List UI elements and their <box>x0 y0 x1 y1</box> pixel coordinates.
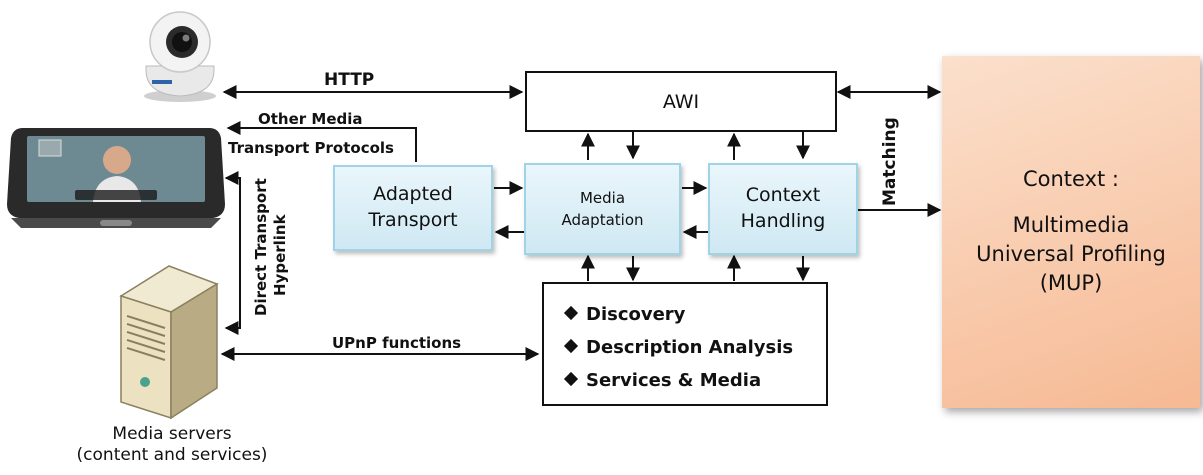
context-heading: Context : <box>1022 167 1120 192</box>
matching-label: Matching <box>880 117 900 206</box>
http-label: HTTP <box>324 70 375 90</box>
awi-label: AWI <box>662 90 700 113</box>
media-servers-label: Media servers (content and services) <box>76 424 268 466</box>
direct-transport-label: Direct Transport Hyperlink <box>252 178 289 316</box>
other-media-link <box>226 121 417 162</box>
tablet-device-icon <box>7 128 225 228</box>
function-item-discovery: Discovery <box>563 298 826 331</box>
upnp-label: UPnP functions <box>332 334 462 352</box>
diamond-bullet-icon <box>563 305 579 321</box>
context-handling-box: Context Handling <box>708 163 858 255</box>
context-box: Context : Multimedia Universal Profiling… <box>942 56 1200 408</box>
diamond-bullet-icon <box>563 371 579 387</box>
function-item-services-media: Services & Media <box>563 364 826 397</box>
ip-camera-icon <box>144 11 216 102</box>
function-item-description-analysis: Description Analysis <box>563 331 826 364</box>
media-server-icon <box>119 265 219 420</box>
other-media-label-line2: Transport Protocols <box>228 139 394 157</box>
diamond-bullet-icon <box>563 338 579 354</box>
direct-transport-link <box>224 171 241 335</box>
functions-box: Discovery Description Analysis Services … <box>542 282 828 406</box>
awi-box: AWI <box>525 71 837 132</box>
media-adaptation-box: Media Adaptation <box>524 163 681 255</box>
adapted-transport-box: Adapted Transport <box>333 165 493 251</box>
other-media-label-line1: Other Media <box>258 110 363 128</box>
